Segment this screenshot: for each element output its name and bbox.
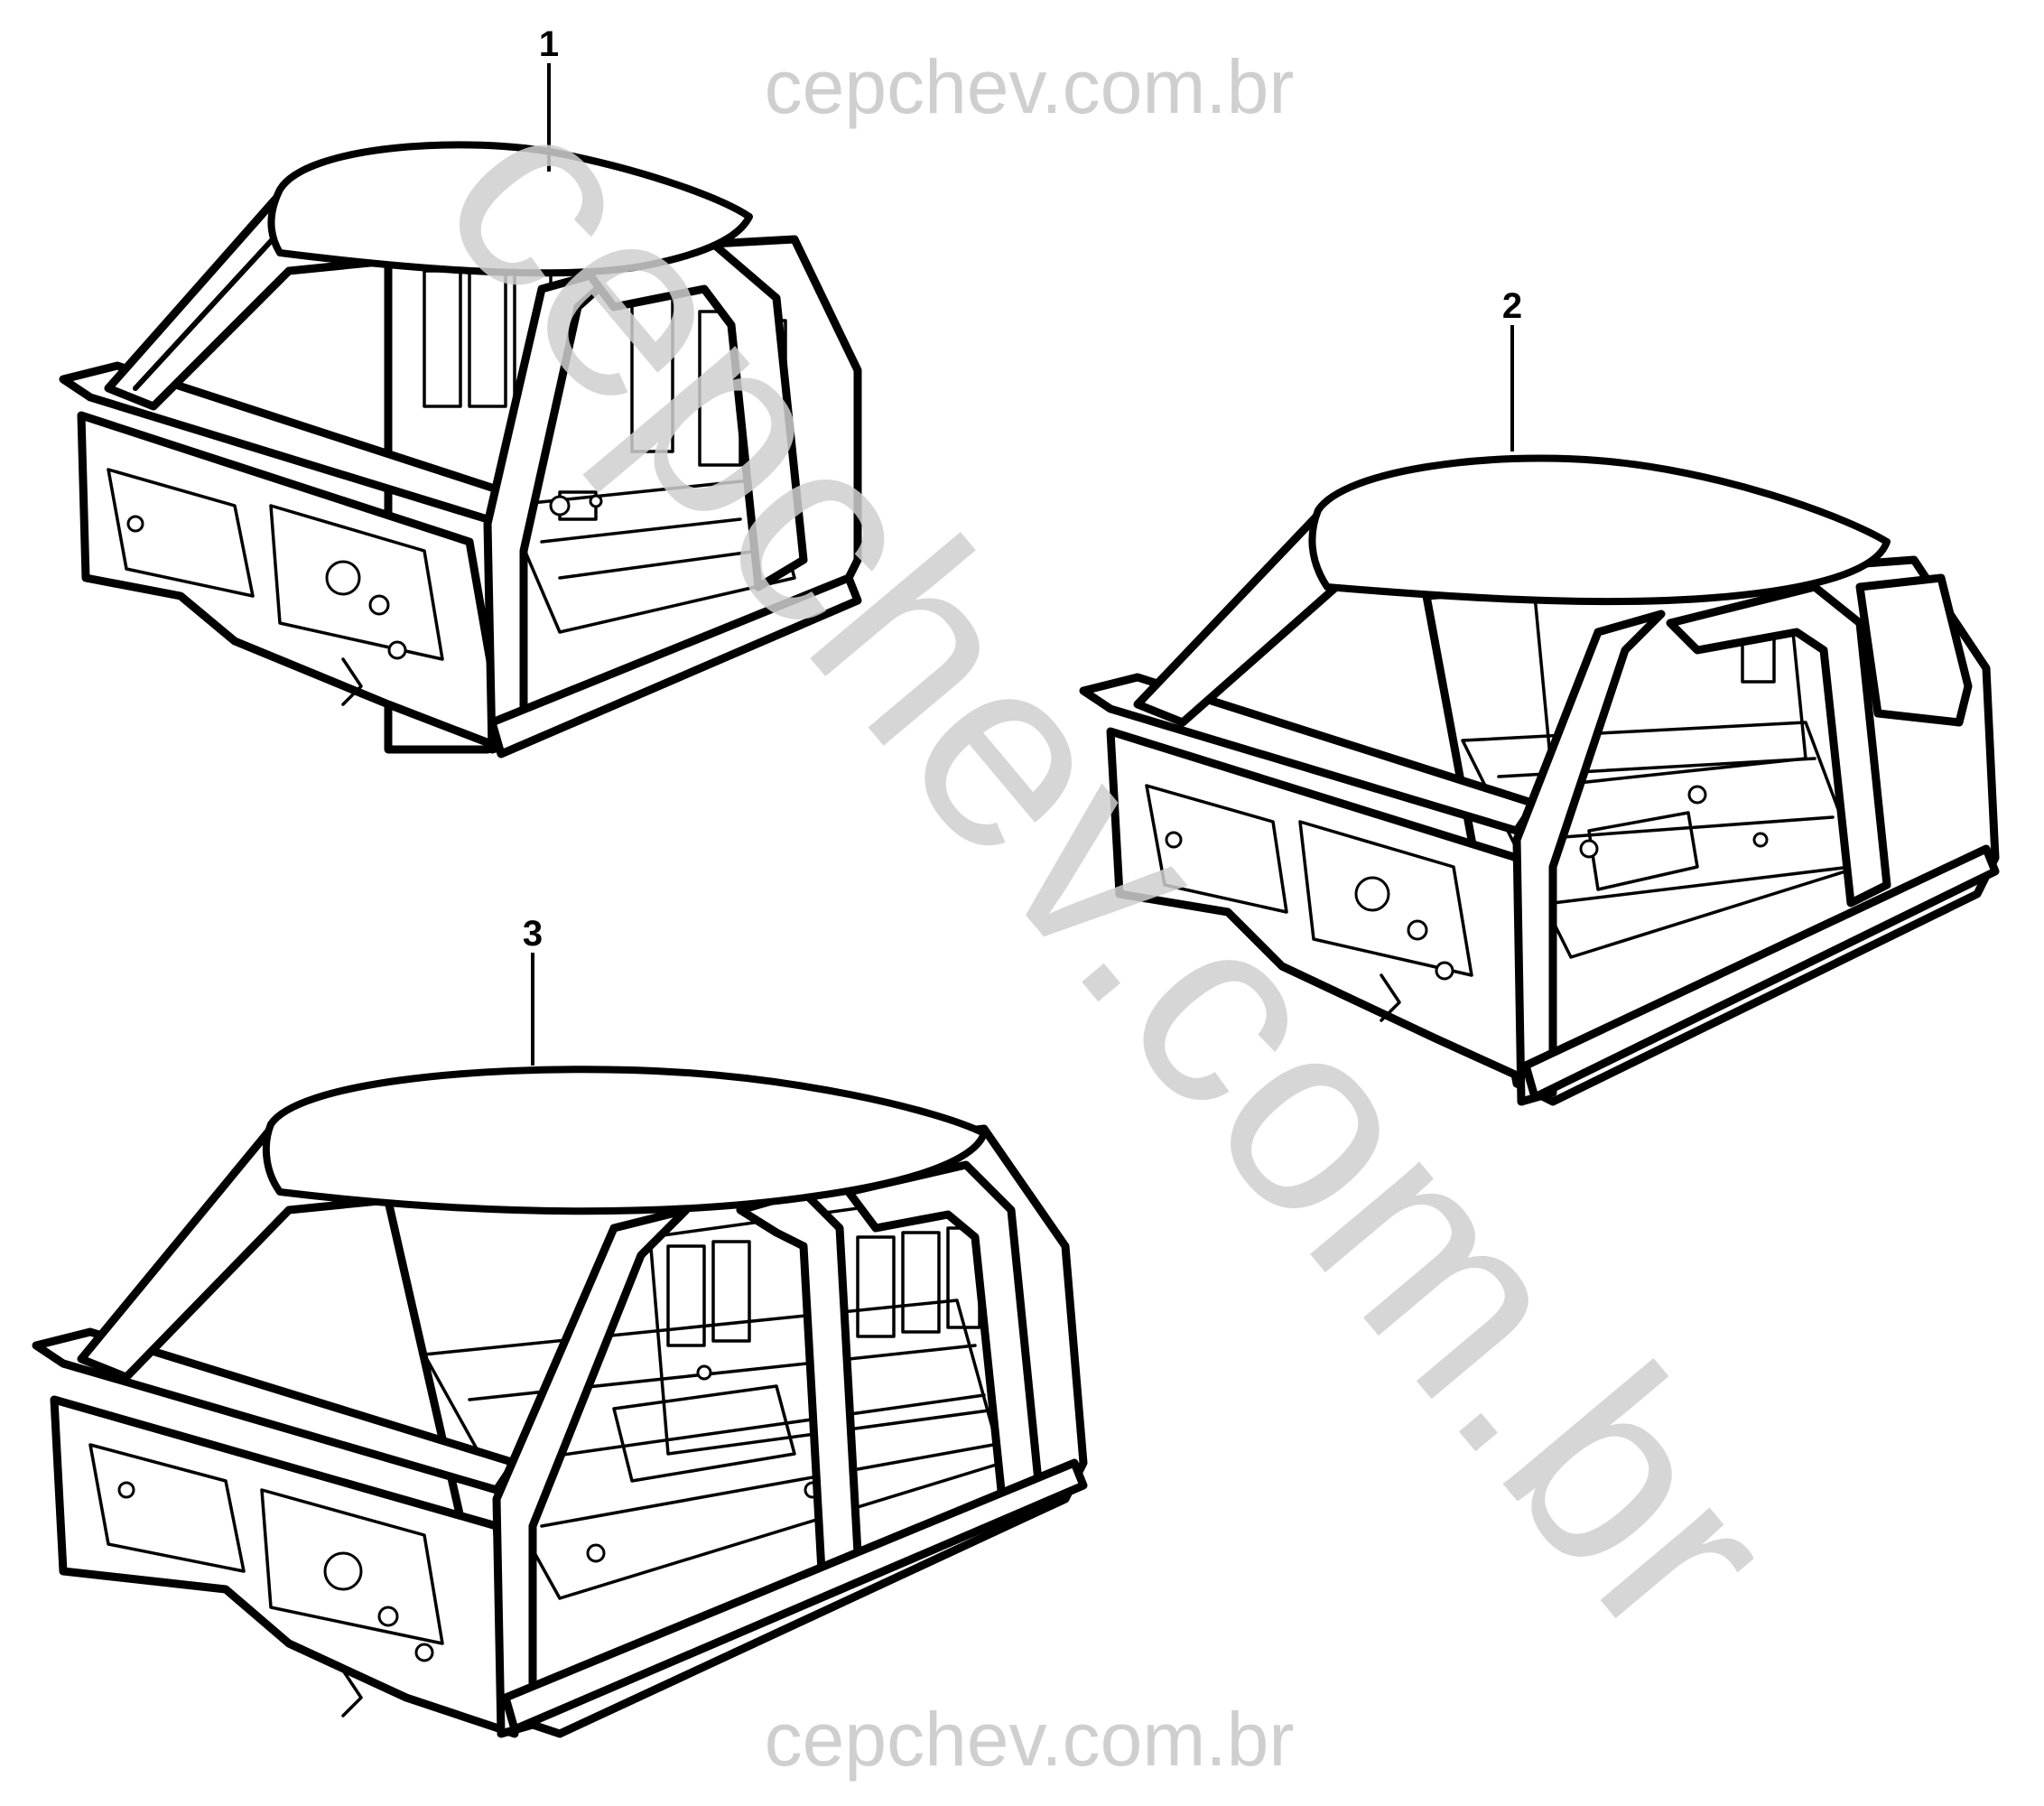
callout-2-label: 2 bbox=[1502, 286, 1522, 326]
cab-2-extended bbox=[1079, 454, 2000, 1106]
callout-3: 3 bbox=[523, 914, 543, 1066]
callout-3-label: 3 bbox=[523, 914, 543, 954]
watermark-bottom: cepchev.com.br bbox=[765, 1697, 1295, 1782]
cab-1-regular bbox=[59, 141, 862, 759]
callout-1: 1 bbox=[539, 24, 559, 172]
cab-3-crew bbox=[32, 1066, 1088, 1738]
watermark-top: cepchev.com.br bbox=[765, 44, 1295, 129]
callout-2: 2 bbox=[1502, 286, 1522, 452]
callout-1-label: 1 bbox=[539, 24, 559, 64]
